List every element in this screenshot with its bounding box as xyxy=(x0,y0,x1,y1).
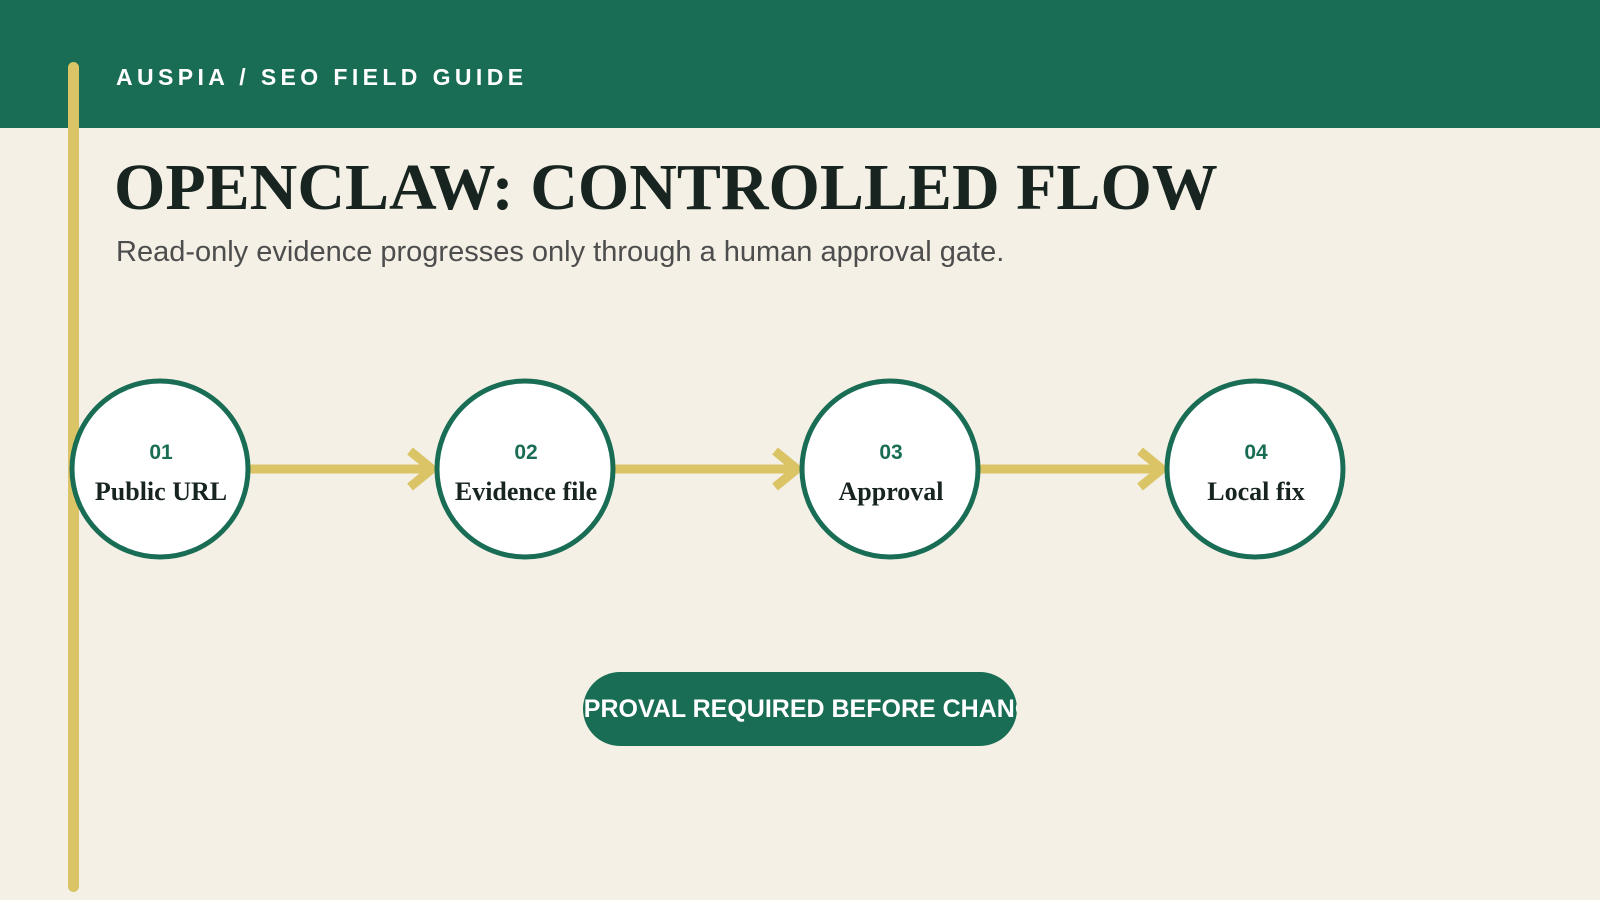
flow-node-local-fix: 04 Local fix xyxy=(1164,378,1346,560)
header-band xyxy=(0,0,1600,128)
flow-node-public-url: 01 Public URL xyxy=(69,378,251,560)
flow-node-number: 02 xyxy=(514,441,537,464)
flow-arrow-2 xyxy=(615,447,805,491)
flow-node-number: 03 xyxy=(879,441,902,464)
approval-gate-badge: APPROVAL REQUIRED BEFORE CHANGE xyxy=(583,672,1017,746)
flow-node-number: 01 xyxy=(149,441,173,464)
flow-node-approval: 03 Approval xyxy=(799,378,981,560)
flow-arrow-1 xyxy=(250,447,440,491)
approval-gate-label: APPROVAL REQUIRED BEFORE CHANGE xyxy=(583,694,1017,723)
flow-node-label: Local fix xyxy=(1207,477,1305,506)
page-title: OPENCLAW: CONTROLLED FLOW xyxy=(114,151,1218,224)
flow-node-number: 04 xyxy=(1244,441,1268,464)
flow-node-label: Evidence file xyxy=(455,477,597,506)
flow-node-label: Public URL xyxy=(95,477,227,506)
flow-arrow-3 xyxy=(980,447,1170,491)
page-subtitle: Read-only evidence progresses only throu… xyxy=(116,236,1005,268)
flow-node-evidence-file: 02 Evidence file xyxy=(434,378,616,560)
breadcrumb-eyebrow: AUSPIA / SEO FIELD GUIDE xyxy=(116,64,528,90)
flow-node-label: Approval xyxy=(839,477,944,506)
